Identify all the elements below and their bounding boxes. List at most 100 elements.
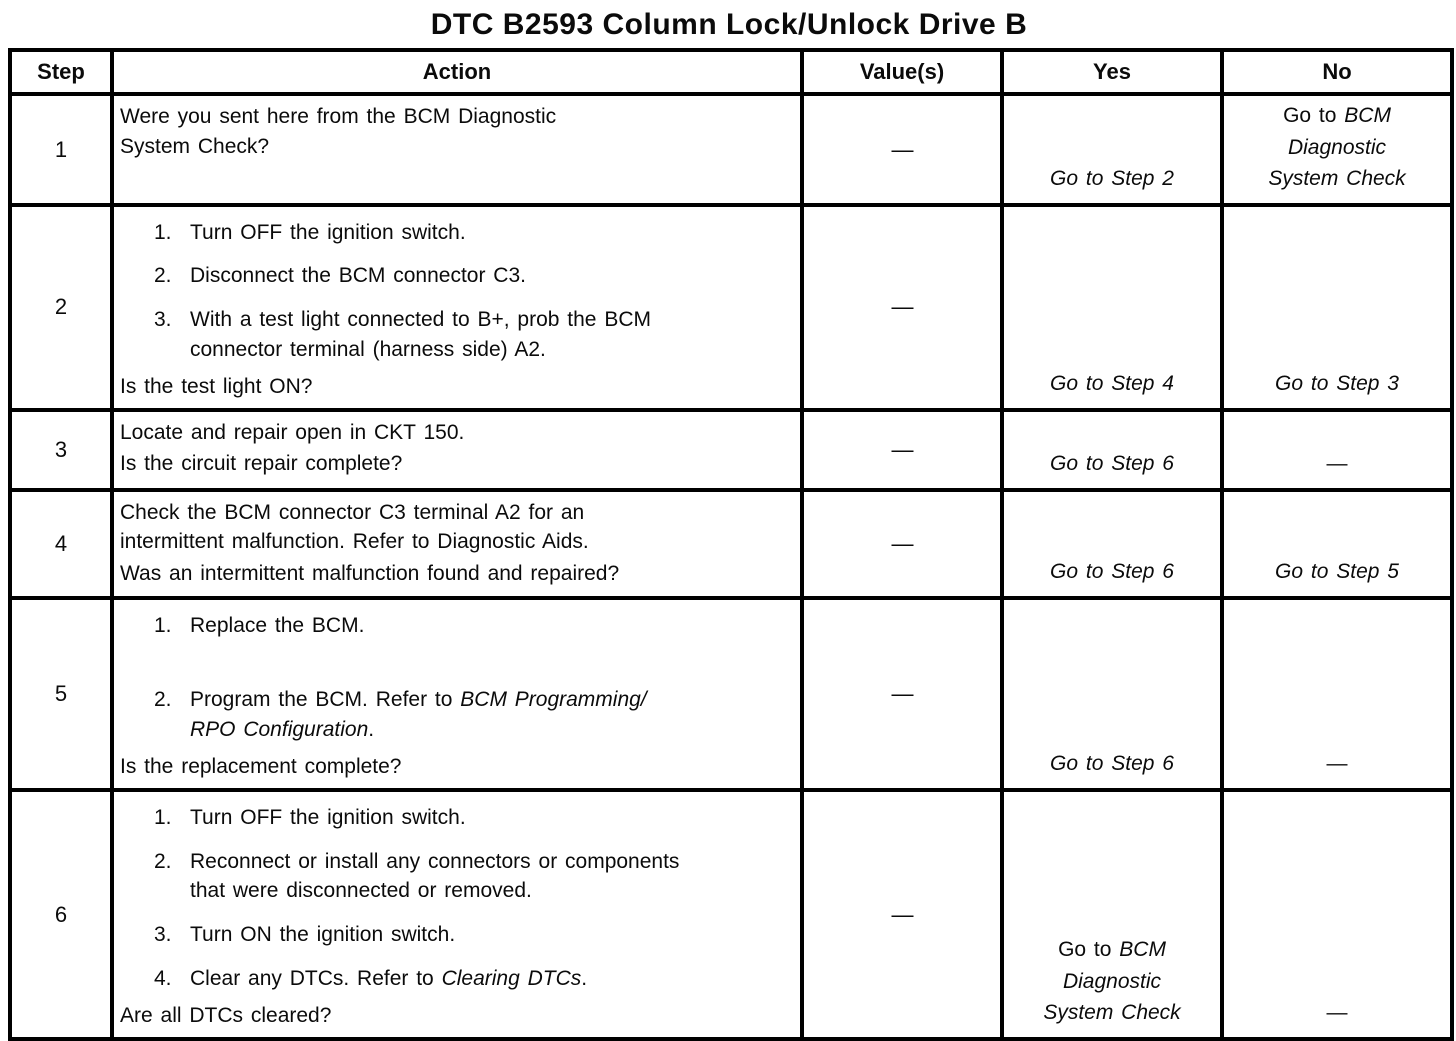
step-cell: 2 bbox=[8, 202, 114, 412]
text: — bbox=[891, 681, 914, 707]
text-line: Replace the BCM. bbox=[190, 611, 792, 641]
italic-text: System Check bbox=[1043, 1001, 1181, 1025]
text-line: Was an intermittent malfunction found an… bbox=[120, 559, 792, 589]
header-row: Step Action Value(s) Yes No bbox=[8, 48, 1454, 96]
text: — bbox=[1326, 752, 1348, 776]
action-content: 1. Turn OFF the ignition switch. 2.Reconne… bbox=[120, 796, 792, 1031]
italic-text: Go to Step 4 bbox=[1050, 372, 1174, 396]
italic-text: Diagnostic bbox=[1287, 135, 1387, 159]
text: Clear any DTCs. Refer to bbox=[190, 967, 442, 991]
text-line: Diagnostic bbox=[1010, 966, 1214, 998]
text-line: Program the BCM. Refer to BCM Programmin… bbox=[190, 685, 792, 715]
text-line: — bbox=[805, 291, 999, 322]
table-header: Step Action Value(s) Yes No bbox=[8, 48, 1454, 96]
text: Was an intermittent malfunction found an… bbox=[120, 562, 620, 586]
text: — bbox=[891, 136, 914, 162]
value-cell: — bbox=[800, 202, 1004, 412]
no-cell: — bbox=[1220, 787, 1454, 1041]
italic-text: BCM bbox=[1119, 938, 1166, 962]
action-item: 1.Replace the BCM. bbox=[120, 611, 792, 641]
action-content: 1.Replace the BCM. 2.Program the BCM. Ref… bbox=[120, 604, 792, 782]
text-line: System Check? bbox=[120, 132, 792, 162]
yes-cell: Go to Step 4 bbox=[1000, 202, 1224, 412]
text: Program the BCM. Refer to bbox=[190, 688, 461, 712]
text: Is the replacement complete? bbox=[120, 755, 402, 778]
text: Reconnect or install any connectors or c… bbox=[190, 849, 680, 873]
text-line: Turn ON the ignition switch. bbox=[190, 920, 792, 950]
action-item: 2.Program the BCM. Refer to BCM Programm… bbox=[120, 685, 792, 745]
text-line: Go to BCM bbox=[1010, 934, 1214, 966]
text-line: Clear any DTCs. Refer to Clearing DTCs. bbox=[190, 964, 792, 994]
text: connector terminal (harness side) A2. bbox=[190, 337, 546, 361]
text-line: that were disconnected or removed. bbox=[190, 876, 792, 906]
italic-text: Go to Step 5 bbox=[1275, 560, 1399, 584]
text-line: — bbox=[805, 899, 999, 930]
text-line: — bbox=[805, 678, 999, 709]
text: Are all DTCs cleared? bbox=[120, 1003, 332, 1027]
column-header-action: Action bbox=[110, 48, 804, 96]
action-cell: Locate and repair open in CKT 150. Is the… bbox=[110, 407, 804, 492]
text-line: intermittent malfunction. Refer to Diagn… bbox=[120, 527, 792, 557]
text-line: Reconnect or install any connectors or c… bbox=[190, 847, 792, 877]
text-line: — bbox=[805, 434, 999, 465]
text-line: Go to Step 5 bbox=[1230, 556, 1444, 588]
italic-text: Go to Step 6 bbox=[1050, 452, 1174, 476]
action-cell: 1. Turn OFF the ignition switch. 2.Reconne… bbox=[110, 787, 804, 1041]
text-line: Is the test light ON? bbox=[120, 372, 792, 402]
column-header-no: No bbox=[1220, 48, 1454, 96]
column-header-values: Value(s) bbox=[800, 48, 1004, 96]
italic-text: Clearing DTCs bbox=[441, 967, 582, 991]
text-line: Turn OFF the ignition switch. bbox=[190, 218, 792, 248]
column-header-yes: Yes bbox=[1000, 48, 1224, 96]
text: . bbox=[581, 967, 588, 991]
text: Go to bbox=[1283, 104, 1345, 127]
action-question: Is the replacement complete? bbox=[120, 752, 792, 782]
text: — bbox=[1326, 452, 1348, 476]
text: System Check? bbox=[120, 134, 270, 158]
text: — bbox=[891, 436, 914, 462]
action-content: 1.Turn OFF the ignition switch.2.Disconn… bbox=[120, 211, 792, 402]
step-cell: 6 bbox=[8, 787, 114, 1041]
text-line: Are all DTCs cleared? bbox=[120, 1001, 792, 1031]
text: Turn OFF the ignition switch. bbox=[190, 805, 466, 829]
text-line: With a test light connected to B+, prob … bbox=[190, 305, 792, 335]
text-line: — bbox=[805, 134, 999, 165]
action-item: 4.Clear any DTCs. Refer to Clearing DTCs… bbox=[120, 964, 792, 994]
action-para: Locate and repair open in CKT 150. bbox=[120, 418, 792, 448]
yes-cell: Go to Step 6 bbox=[1000, 595, 1224, 792]
item-number: 1. bbox=[154, 805, 172, 829]
italic-text: BCM bbox=[1344, 104, 1391, 127]
text-line: — bbox=[1230, 448, 1444, 480]
text: Disconnect the BCM connector C3. bbox=[190, 264, 526, 288]
text-line: — bbox=[1230, 997, 1444, 1029]
item-text: With a test light connected to B+, prob … bbox=[190, 305, 792, 365]
text-line: Go to BCM bbox=[1230, 100, 1444, 132]
no-cell: — bbox=[1220, 595, 1454, 792]
text: Go to bbox=[1058, 938, 1120, 962]
step-cell: 4 bbox=[8, 487, 114, 600]
text-line: Go to Step 6 bbox=[1010, 748, 1214, 780]
text-line: Turn OFF the ignition switch. bbox=[190, 803, 792, 833]
text-line: connector terminal (harness side) A2. bbox=[190, 335, 792, 365]
text: — bbox=[1326, 1001, 1348, 1025]
item-text: Disconnect the BCM connector C3. bbox=[190, 261, 792, 291]
italic-text: Go to Step 3 bbox=[1275, 372, 1399, 396]
action-question: Is the test light ON? bbox=[120, 372, 792, 402]
action-item: 2.Reconnect or install any connectors or… bbox=[120, 847, 792, 907]
action-cell: Were you sent here from the BCM Diagnost… bbox=[110, 92, 804, 207]
action-para: Check the BCM connector C3 terminal A2 f… bbox=[120, 498, 792, 558]
item-text: Clear any DTCs. Refer to Clearing DTCs. bbox=[190, 964, 792, 994]
text: — bbox=[891, 530, 914, 556]
text-line: — bbox=[805, 528, 999, 559]
action-item: 2.Disconnect the BCM connector C3. bbox=[120, 261, 792, 291]
text-line: Go to Step 3 bbox=[1230, 368, 1444, 400]
text: Is the circuit repair complete? bbox=[120, 452, 403, 476]
text-line: Is the replacement complete? bbox=[120, 752, 792, 782]
